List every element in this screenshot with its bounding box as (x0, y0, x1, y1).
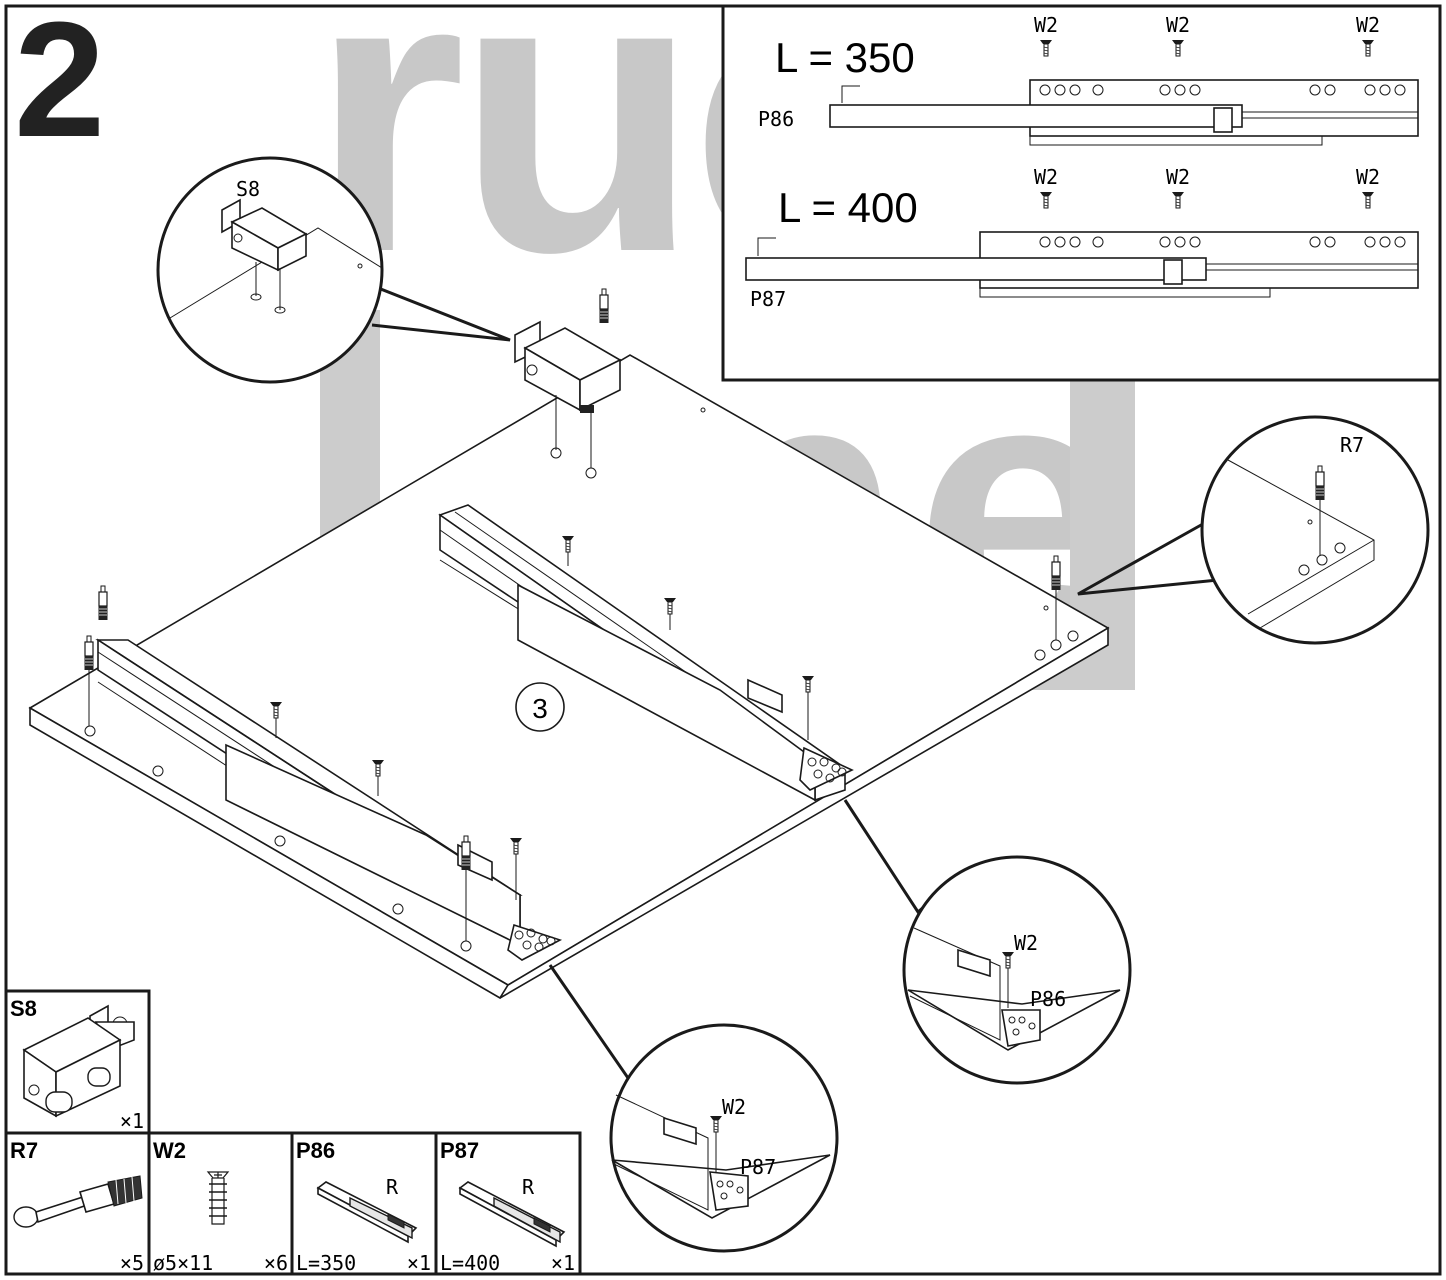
callout-p87-part: P87 (740, 1155, 776, 1179)
part-side: R (386, 1175, 399, 1199)
rail-400-length: L = 400 (778, 184, 918, 231)
parts-list-item-w2: W2 ø5×11 ×6 (147, 1131, 294, 1276)
callout-p87-screw: W2 (722, 1095, 746, 1119)
part-code: W2 (153, 1138, 186, 1163)
part-code: S8 (10, 996, 37, 1021)
hinge-bracket-icon (22, 1004, 135, 1118)
step-number: 2 (14, 0, 105, 171)
part-code: P87 (440, 1138, 479, 1163)
rail-400-detail: L = 400 P87 W2 W2 W2 (745, 165, 1419, 311)
rail-350-length: L = 350 (775, 34, 915, 81)
callout-p86-screw: W2 (1014, 931, 1038, 955)
part-size: L=400 (440, 1251, 500, 1275)
callout-r7-label: R7 (1340, 433, 1364, 457)
callout-s8-label: S8 (236, 177, 260, 201)
parts-list: S8 ×1 R7 ×5 (4, 989, 582, 1276)
dowel-bolt-icon (13, 1175, 143, 1228)
rail-350-screw-label-1: W2 (1034, 13, 1058, 37)
rail-350-screw-label-3: W2 (1356, 13, 1380, 37)
rail-400-screw-label-3: W2 (1356, 165, 1380, 189)
drawer-rail-icon (316, 1181, 418, 1244)
inset-rail-lengths: L = 350 P86 W2 W2 W2 L = 400 P87 W2 W2 W… (721, 4, 1442, 382)
hinge-bracket-main (514, 320, 622, 468)
part-size: L=350 (296, 1251, 356, 1275)
parts-list-item-s8: S8 ×1 (4, 989, 151, 1135)
part-size: ø5×11 (153, 1251, 213, 1275)
panel-reference-number: 3 (532, 693, 548, 724)
panel-reference: 3 (515, 682, 565, 732)
drawer-rail-icon (458, 1181, 566, 1248)
part-qty: ×5 (120, 1251, 144, 1275)
parts-list-item-p86: P86 R L=350 ×1 (290, 1131, 438, 1276)
part-qty: ×1 (407, 1251, 431, 1275)
dowel-bolts (83, 288, 1062, 941)
callout-r7-zoom: R7 (1077, 415, 1430, 645)
part-qty: ×1 (551, 1251, 575, 1275)
part-qty: ×1 (120, 1109, 144, 1133)
rail-350-detail: L = 350 P86 W2 W2 W2 (758, 13, 1419, 146)
callout-p86-part: P86 (1030, 987, 1066, 1011)
part-side: R (522, 1175, 535, 1199)
rail-400-screw-label-1: W2 (1034, 165, 1058, 189)
rail-350-part: P86 (758, 107, 794, 131)
rail-400-screw-label-2: W2 (1166, 165, 1190, 189)
part-qty: ×6 (264, 1251, 288, 1275)
callout-s8-zoom: S8 (156, 156, 511, 384)
right-drawer-rail (438, 504, 854, 802)
rail-400-part: P87 (750, 287, 786, 311)
rail-350-screw-label-2: W2 (1166, 13, 1190, 37)
callout-p87-zoom: W2 P87 (548, 964, 839, 1253)
parts-list-item-r7: R7 ×5 (4, 1131, 151, 1276)
callout-p86-zoom: W2 P86 (843, 799, 1132, 1085)
part-code: P86 (296, 1138, 335, 1163)
left-drawer-rail (95, 638, 563, 961)
part-code: R7 (10, 1138, 38, 1163)
parts-list-item-p87: P87 R L=400 ×1 (434, 1131, 582, 1276)
